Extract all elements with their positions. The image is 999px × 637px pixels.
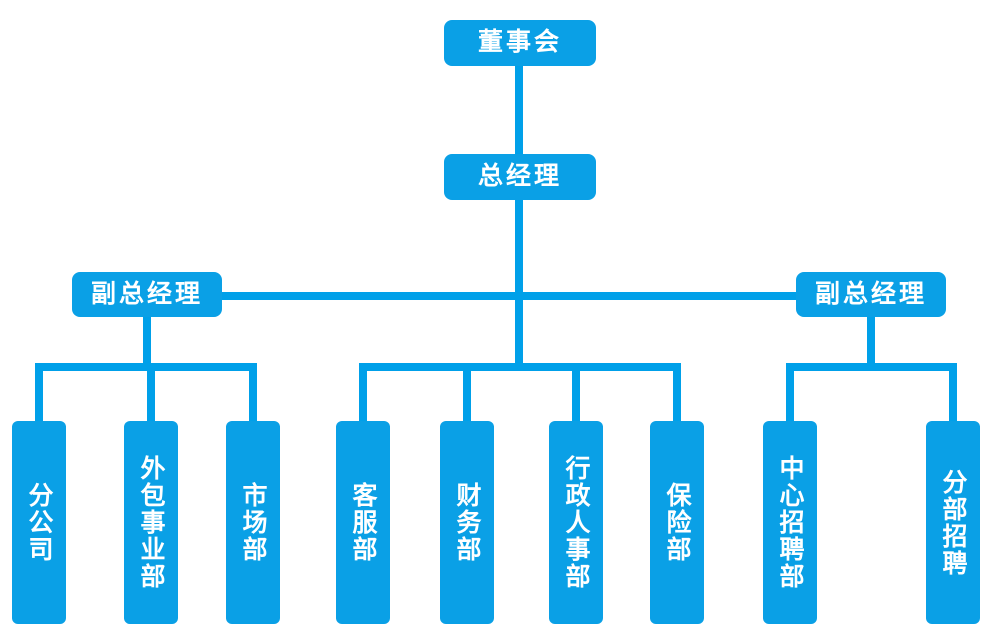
connector-left-stem-1	[35, 363, 43, 423]
node-vice-general-manager-left[interactable]: 副总经理	[72, 272, 222, 317]
node-dept-branch-recruitment[interactable]: 分部招聘	[926, 421, 980, 624]
connector-right-group-bus	[786, 363, 957, 371]
connector-gm-down	[515, 198, 523, 300]
node-dept-finance[interactable]: 财务部	[440, 421, 494, 624]
node-dept-insurance[interactable]: 保险部	[650, 421, 704, 624]
node-general-manager[interactable]: 总经理	[444, 154, 596, 200]
connector-right-stem-1	[786, 363, 794, 423]
connector-center-stem-4	[673, 363, 681, 423]
connector-center-stem-2	[463, 363, 471, 423]
node-dept-outsourcing-division[interactable]: 外包事业部	[124, 421, 178, 624]
connector-center-down	[515, 300, 523, 364]
node-dept-branch-company[interactable]: 分公司	[12, 421, 66, 624]
node-dept-customer-service[interactable]: 客服部	[336, 421, 390, 624]
node-dept-central-recruitment[interactable]: 中心招聘部	[763, 421, 817, 624]
connector-center-group-bus	[359, 363, 681, 371]
connector-left-stem-3	[249, 363, 257, 423]
connector-vgm-bus	[218, 292, 800, 300]
connector-left-group-bus	[35, 363, 257, 371]
node-dept-marketing[interactable]: 市场部	[226, 421, 280, 624]
connector-center-stem-3	[572, 363, 580, 423]
connector-right-stem-2	[949, 363, 957, 423]
connector-left-stem-2	[147, 363, 155, 423]
node-vice-general-manager-right[interactable]: 副总经理	[796, 272, 946, 317]
node-dept-admin-hr[interactable]: 行政人事部	[549, 421, 603, 624]
connector-vgm-left-down	[143, 315, 151, 364]
connector-board-to-gm	[515, 64, 523, 157]
connector-center-stem-1	[359, 363, 367, 423]
node-board[interactable]: 董事会	[444, 20, 596, 66]
connector-vgm-right-down	[867, 315, 875, 364]
